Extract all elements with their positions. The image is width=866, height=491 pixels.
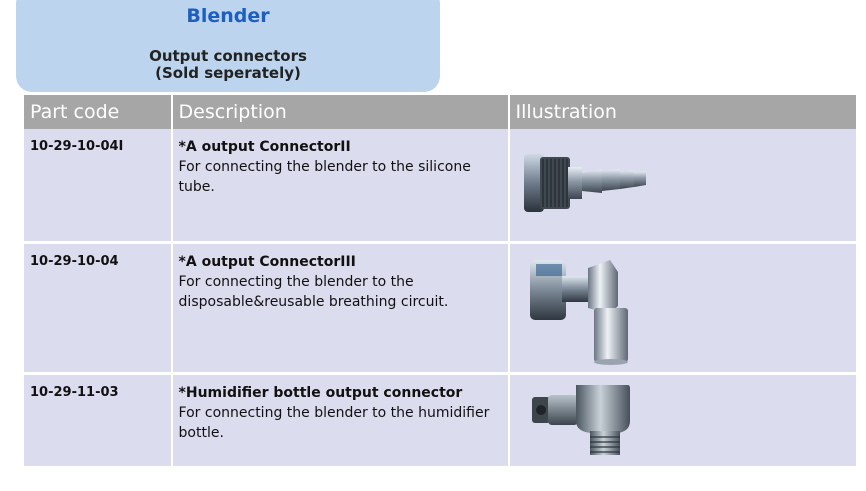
part-code-cell: 10-29-10-04 (24, 242, 173, 375)
part-code-cell: 10-29-10-04I (24, 129, 173, 244)
illustration-cell (508, 373, 856, 469)
illustration-cell (508, 242, 856, 375)
header-panel: Blender Output connectors (Sold seperate… (16, 0, 440, 92)
humidifier-connector-image (531, 385, 630, 455)
description-cell: *A output ConnectorII For connecting the… (171, 129, 510, 244)
column-header-illustration: Illustration (508, 95, 856, 129)
part-description: For connecting the blender to the silico… (178, 159, 471, 195)
description-cell: *A output ConnectorIII For connecting th… (171, 242, 510, 375)
description-cell: *Humidifier bottle output connector For … (171, 373, 510, 469)
page-subtitle: Output connectors (Sold seperately) (16, 48, 440, 82)
subtitle-line-2: (Sold seperately) (155, 64, 301, 82)
page-title: Blender (186, 5, 270, 27)
table-row: 10-29-10-04 *A output ConnectorIII For c… (24, 242, 856, 375)
part-name: *Humidifier bottle output connector (178, 385, 463, 401)
parts-table: Part code Description Illustration 10-29… (24, 95, 856, 469)
table-row: 10-29-10-04I *A output ConnectorII For c… (24, 129, 856, 244)
part-description: For connecting the blender to the dispos… (178, 274, 449, 310)
illustration-cell (508, 129, 856, 244)
elbow-connector-image (529, 260, 628, 365)
subtitle-line-1: Output connectors (149, 47, 307, 65)
column-header-description: Description (171, 95, 510, 129)
barbed-hose-connector-image (523, 154, 646, 212)
table-row: 10-29-11-03 *Humidifier bottle output co… (24, 373, 856, 469)
part-code-cell: 10-29-11-03 (24, 373, 173, 469)
column-header-part-code: Part code (24, 95, 173, 129)
part-description: For connecting the blender to the humidi… (178, 405, 490, 441)
part-name: *A output ConnectorII (178, 139, 351, 155)
table-header-row: Part code Description Illustration (24, 95, 856, 129)
part-name: *A output ConnectorIII (178, 254, 356, 270)
